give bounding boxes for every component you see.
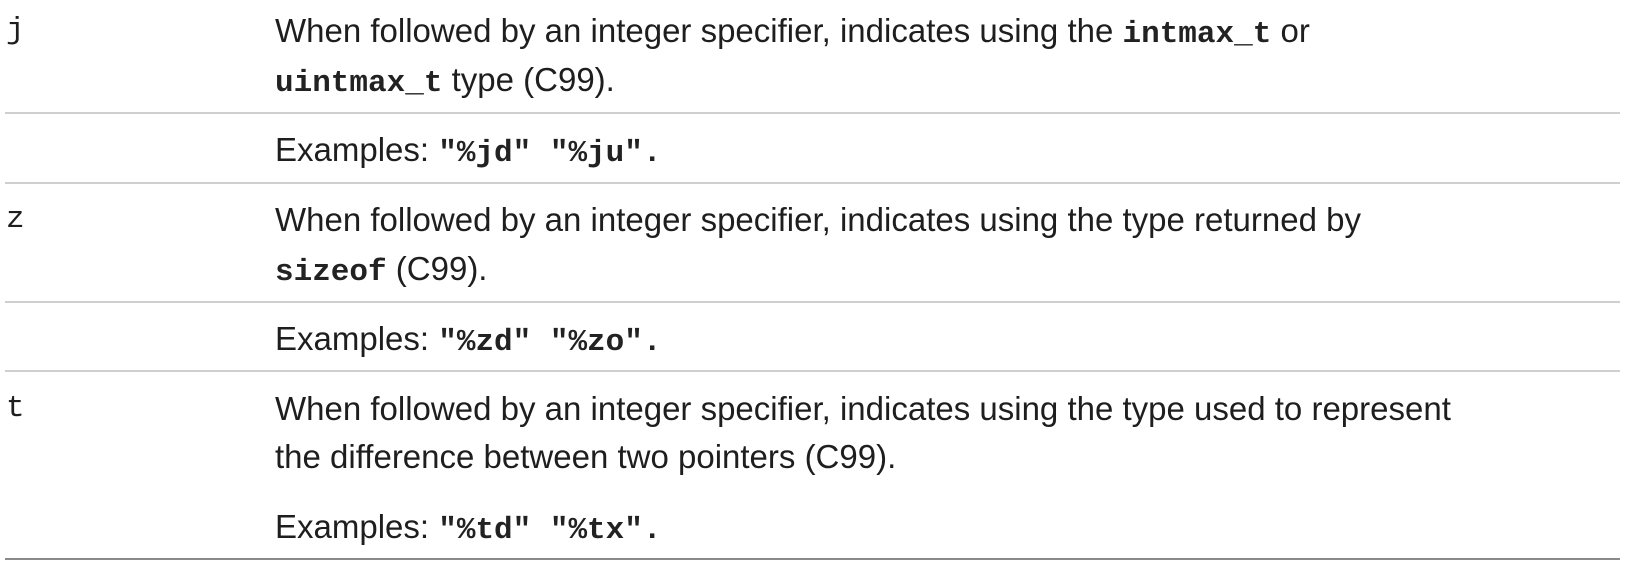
table-bottom-rule	[5, 558, 1620, 560]
desc-text: or	[1271, 12, 1310, 49]
code-intmax-t: intmax_t	[1122, 17, 1272, 52]
description-j-line2: uintmax_t type (C99).	[275, 55, 615, 108]
row-divider	[5, 182, 1620, 184]
examples-j: Examples: "%jd" "%ju".	[275, 125, 661, 178]
examples-code: "%td" "%tx".	[438, 513, 662, 548]
examples-t: Examples: "%td" "%tx".	[275, 502, 661, 555]
desc-text: (C99).	[386, 250, 488, 287]
description-t-line1: When followed by an integer specifier, i…	[275, 384, 1451, 433]
row-divider	[5, 112, 1620, 114]
examples-z: Examples: "%zd" "%zo".	[275, 314, 661, 367]
examples-code: "%jd" "%ju".	[438, 136, 662, 171]
description-z-line2: sizeof (C99).	[275, 244, 487, 297]
desc-text: When followed by an integer specifier, i…	[275, 201, 1361, 238]
row-divider	[5, 301, 1620, 303]
examples-label: Examples:	[275, 131, 439, 168]
modifier-t: t	[6, 391, 25, 426]
examples-label: Examples:	[275, 320, 439, 357]
modifier-z: z	[6, 202, 25, 237]
description-z-line1: When followed by an integer specifier, i…	[275, 195, 1361, 244]
desc-text: type (C99).	[442, 61, 615, 98]
examples-label: Examples:	[275, 508, 439, 545]
desc-text: When followed by an integer specifier, i…	[275, 12, 1123, 49]
description-t-line2: the difference between two pointers (C99…	[275, 432, 896, 481]
desc-text: When followed by an integer specifier, i…	[275, 390, 1451, 427]
row-divider	[5, 370, 1620, 372]
examples-code: "%zd" "%zo".	[438, 325, 662, 360]
modifier-j: j	[6, 13, 25, 48]
code-sizeof: sizeof	[275, 255, 387, 290]
code-uintmax-t: uintmax_t	[275, 66, 443, 101]
desc-text: the difference between two pointers (C99…	[275, 438, 897, 475]
description-j-line1: When followed by an integer specifier, i…	[275, 6, 1310, 59]
